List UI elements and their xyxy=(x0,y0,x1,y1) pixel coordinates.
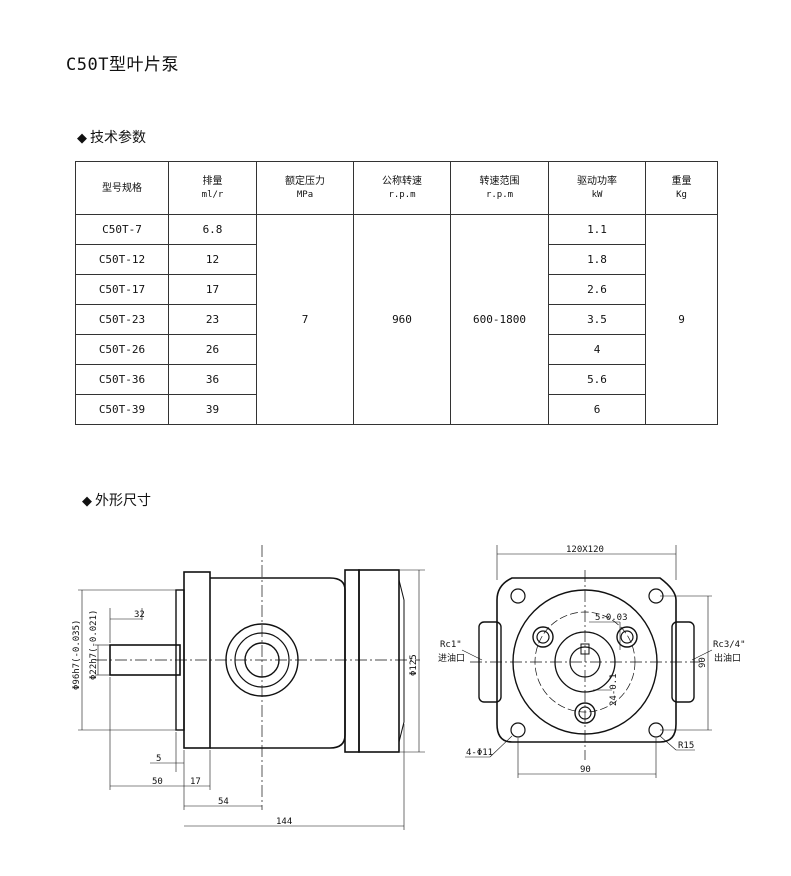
cell-model: C50T-17 xyxy=(75,274,169,305)
cell-model: C50T-36 xyxy=(75,364,169,395)
cell-power: 1.1 xyxy=(548,214,646,245)
cell-speed-range: 600-1800 xyxy=(450,214,549,425)
holes-label: 4-Φ11 xyxy=(466,748,493,758)
cell-pressure: 7 xyxy=(256,214,354,425)
dim-54-label: 54 xyxy=(218,797,229,807)
dim-17-label: 17 xyxy=(190,777,201,787)
dim-144-label: 144 xyxy=(276,817,292,827)
key-width-label: 5-0.03 xyxy=(595,613,628,623)
outlet-label: 出油口 xyxy=(714,652,741,664)
diamond-bullet-icon: ◆ xyxy=(82,494,92,509)
cell-displacement: 17 xyxy=(168,274,257,305)
r15-label: R15 xyxy=(678,741,694,751)
dim-phi22-label: Φ22h7(-0.021) xyxy=(89,610,99,680)
inlet-label: 进油口 xyxy=(438,652,465,664)
dim-section-label: 外形尺寸 xyxy=(95,493,151,509)
dim-50-label: 50 xyxy=(152,777,163,787)
cell-model: C50T-23 xyxy=(75,304,169,335)
cell-displacement: 12 xyxy=(168,244,257,275)
table-row: C50T-36 36 5.6 xyxy=(75,364,718,395)
table-row: C50T-23 23 3.5 xyxy=(75,304,718,335)
rc34-label: Rc3/4" xyxy=(713,640,746,650)
dim-120x120-label: 120X120 xyxy=(566,545,604,555)
diamond-bullet-icon: ◆ xyxy=(77,131,87,146)
cell-weight: 9 xyxy=(645,214,718,425)
dim-90-vertical-label: 90 xyxy=(698,657,708,668)
cell-displacement: 23 xyxy=(168,304,257,335)
dim-section-heading: ◆外形尺寸 xyxy=(82,490,151,510)
cell-model: C50T-12 xyxy=(75,244,169,275)
page-title: C50T型叶片泵 xyxy=(66,55,179,75)
cell-nominal-speed: 960 xyxy=(353,214,451,425)
key-depth-label: 24-0.1 xyxy=(609,673,619,706)
table-row: C50T-39 39 6 xyxy=(75,394,718,425)
dim-5-label: 5 xyxy=(156,754,161,764)
dim-90-horizontal-label: 90 xyxy=(580,765,591,775)
tech-section-label: 技术参数 xyxy=(90,130,146,146)
cell-model: C50T-39 xyxy=(75,394,169,425)
cell-power: 5.6 xyxy=(548,364,646,395)
cell-power: 4 xyxy=(548,334,646,365)
table-row: C50T-12 12 1.8 xyxy=(75,244,718,275)
front-view xyxy=(461,545,713,778)
rc1-label: Rc1" xyxy=(440,640,462,650)
dim-phi125-label: Φ125 xyxy=(409,654,419,676)
dim-32-label: 32 xyxy=(134,610,145,620)
tech-section-heading: ◆技术参数 xyxy=(77,127,146,147)
table-row: C50T-7 6.8 7 960 600-1800 1.1 9 xyxy=(75,214,718,425)
table-row: C50T-17 17 2.6 xyxy=(75,274,718,305)
cell-displacement: 36 xyxy=(168,364,257,395)
cell-displacement: 39 xyxy=(168,394,257,425)
side-view xyxy=(78,545,425,830)
cell-power: 6 xyxy=(548,394,646,425)
dim-phi96-label: Φ96h7(-0.035) xyxy=(72,620,82,690)
